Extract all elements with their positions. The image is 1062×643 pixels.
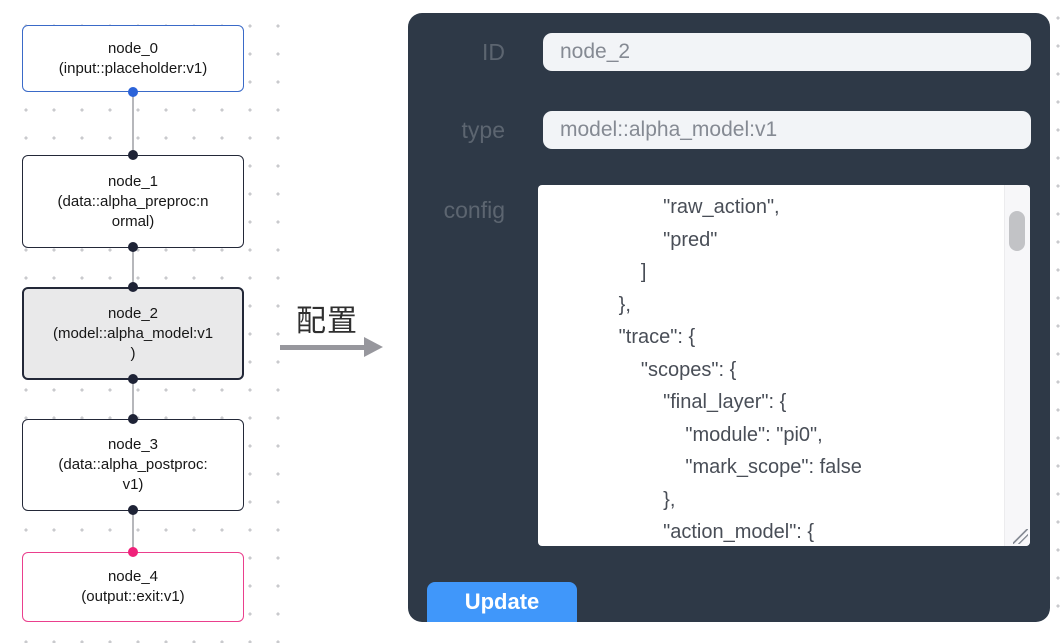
node-subtitle: (model::alpha_model:v1 )	[52, 324, 214, 362]
node-title: node_1	[107, 172, 159, 190]
config-scrollbar-thumb[interactable]	[1009, 211, 1025, 251]
port-node2-top[interactable]	[128, 282, 138, 292]
type-input[interactable]	[543, 111, 1031, 149]
edge-node0-node1	[132, 92, 134, 155]
config-json-text: "raw_action", "pred" ] }, "trace": { "sc…	[618, 196, 862, 543]
flow-canvas[interactable]: node_0 (input::placeholder:v1) node_1 (d…	[0, 0, 282, 643]
type-field-label: type	[461, 117, 505, 143]
edge-node3-node4	[132, 510, 134, 553]
node-title: node_2	[107, 304, 159, 322]
id-input[interactable]	[543, 33, 1031, 71]
node-subtitle: (data::alpha_preproc:n ormal)	[57, 192, 209, 230]
port-node3-top[interactable]	[128, 414, 138, 424]
node-title: node_3	[107, 436, 159, 453]
id-field-label: ID	[482, 39, 505, 65]
node-title: node_0	[107, 39, 159, 57]
annotation-gutter: 配置	[280, 0, 394, 643]
port-node4-top[interactable]	[128, 547, 138, 557]
node-subtitle: (output::exit:v1)	[81, 588, 185, 605]
flow-node-node_3[interactable]: node_3 (data::alpha_postproc: v1)	[22, 419, 244, 511]
port-node0-bottom[interactable]	[128, 87, 138, 97]
right-arrow-icon	[280, 337, 384, 357]
config-field-label: config	[443, 197, 505, 223]
node-subtitle: (input::placeholder:v1)	[58, 59, 208, 77]
flow-node-node_1[interactable]: node_1 (data::alpha_preproc:n ormal)	[22, 155, 244, 248]
port-node3-bottom[interactable]	[128, 505, 138, 515]
flow-node-node_4[interactable]: node_4 (output::exit:v1)	[22, 552, 244, 622]
config-textarea[interactable]: "raw_action", "pred" ] }, "trace": { "sc…	[538, 185, 1030, 546]
update-button[interactable]: Update	[427, 582, 577, 622]
config-annotation-label: 配置	[296, 305, 358, 338]
port-node1-top[interactable]	[128, 150, 138, 160]
config-scrollbar-track[interactable]	[1004, 185, 1030, 546]
flow-node-node_0[interactable]: node_0 (input::placeholder:v1)	[22, 25, 244, 92]
edge-node1-node2	[132, 247, 134, 288]
textarea-resize-handle-icon[interactable]	[1013, 529, 1028, 544]
flow-node-node_2-selected[interactable]: node_2 (model::alpha_model:v1 )	[22, 287, 244, 380]
node-subtitle: (data::alpha_postproc: v1)	[58, 456, 208, 493]
node-config-panel: ID type config "raw_action", "pred" ] },…	[408, 13, 1050, 622]
panel-canvas: ID type config "raw_action", "pred" ] },…	[394, 0, 1062, 631]
port-node2-bottom[interactable]	[128, 374, 138, 384]
edge-node2-node3	[132, 379, 134, 420]
port-node1-bottom[interactable]	[128, 242, 138, 252]
node-title: node_4	[107, 568, 159, 585]
